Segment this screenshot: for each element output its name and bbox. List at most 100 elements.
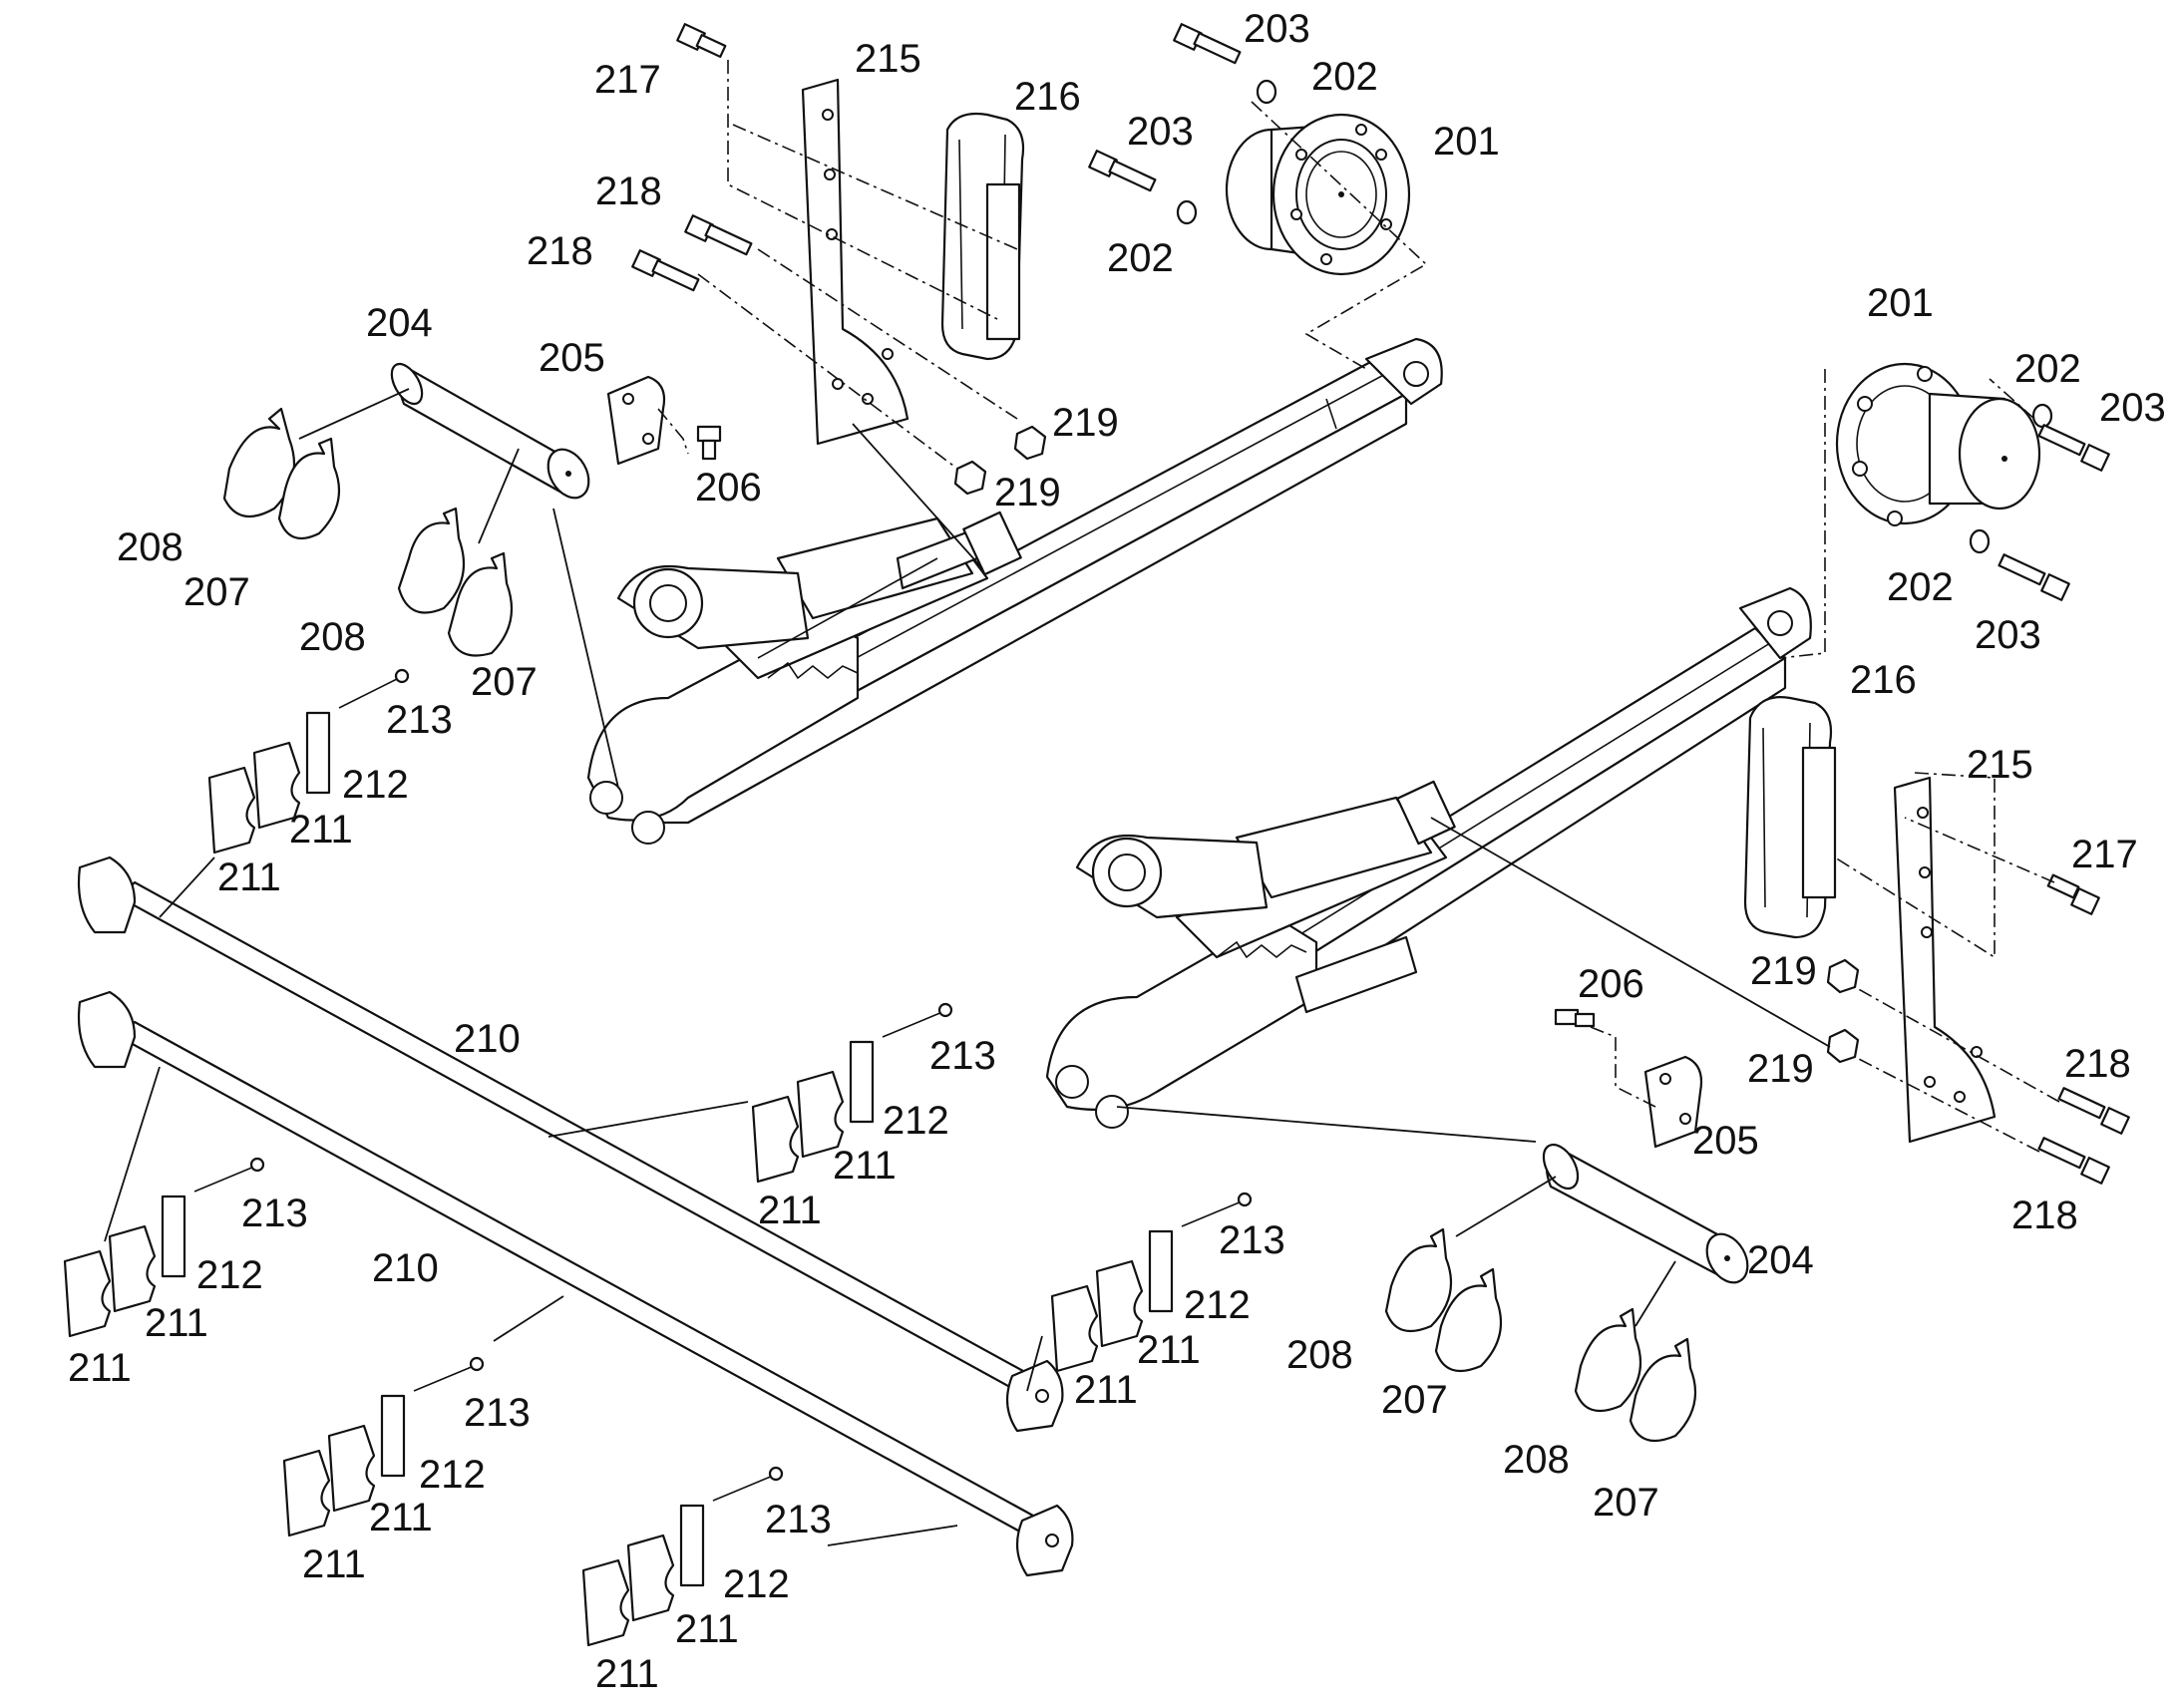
bolt-206-top <box>696 425 722 461</box>
callout-212-f: 212 <box>723 1562 790 1606</box>
callout-206-top: 206 <box>695 466 762 510</box>
tab-washers-right-low <box>1574 1307 1697 1443</box>
bolt-217-top <box>676 23 727 59</box>
callout-211-a1: 211 <box>289 808 353 852</box>
callout-208-right-a: 208 <box>1286 1333 1353 1377</box>
callout-206-right: 206 <box>1578 962 1644 1006</box>
callout-219-right-a: 219 <box>1750 949 1817 993</box>
callout-205-right: 205 <box>1692 1119 1759 1163</box>
callout-213-b: 213 <box>929 1034 996 1078</box>
callout-218-top-a: 218 <box>595 170 662 213</box>
tab-washers-mid-left <box>397 507 514 657</box>
clamp-set-b <box>751 1002 953 1184</box>
clamp-205-top <box>606 375 666 466</box>
callout-218-top-b: 218 <box>527 229 593 273</box>
callout-201-top: 201 <box>1433 120 1500 164</box>
bolt-206-right <box>1554 1008 1596 1028</box>
callout-208-top-a: 208 <box>117 525 183 569</box>
callout-218-right-a: 218 <box>2064 1042 2131 1086</box>
callout-202-right-a: 202 <box>2014 347 2081 391</box>
bolt-203-right-a <box>2037 424 2110 472</box>
callout-213-a: 213 <box>386 698 453 742</box>
callout-211-f2: 211 <box>595 1652 659 1696</box>
pin-204-top <box>390 362 590 500</box>
callout-203-right-b: 203 <box>1975 613 2041 657</box>
callout-213-e: 213 <box>464 1391 531 1435</box>
callout-217-top: 217 <box>594 58 661 102</box>
callout-219-top-b: 219 <box>994 471 1061 514</box>
callout-202-top-a: 202 <box>1311 55 1378 99</box>
bolt-203-top-b <box>1088 150 1157 192</box>
callout-213-c: 213 <box>241 1192 308 1235</box>
callout-216-top: 216 <box>1014 75 1081 119</box>
bolt-218-top-b <box>631 249 700 292</box>
clamp-205-right <box>1643 1055 1703 1149</box>
callout-213-d: 213 <box>1219 1218 1285 1262</box>
callout-207-top-b: 207 <box>471 660 538 704</box>
callout-204-right: 204 <box>1747 1238 1814 1282</box>
callout-203-top-a: 203 <box>1244 7 1310 51</box>
callout-211-c2: 211 <box>68 1346 132 1390</box>
handle-216-top <box>940 112 1025 361</box>
clamp-set-a <box>207 668 410 854</box>
callout-211-c1: 211 <box>145 1301 208 1345</box>
callout-211-b2: 211 <box>758 1189 822 1232</box>
callout-211-d1: 211 <box>1137 1328 1201 1372</box>
fasteners <box>631 23 2130 1185</box>
pin-204-right <box>1542 1143 1749 1284</box>
callout-213-f: 213 <box>765 1498 832 1541</box>
callout-203-right-a: 203 <box>2099 386 2166 430</box>
callout-207-right-a: 207 <box>1381 1378 1448 1422</box>
bracket-plate-215-right <box>1893 776 1997 1144</box>
callout-205-top: 205 <box>539 336 605 380</box>
callout-208-right-b: 208 <box>1503 1438 1570 1482</box>
bracket-plate-215-top <box>801 78 909 446</box>
callout-211-b1: 211 <box>833 1144 897 1188</box>
clamp-set-c <box>63 1157 265 1338</box>
callout-210-lower: 210 <box>372 1246 439 1290</box>
shaft-210-upper <box>77 855 1064 1433</box>
callout-202-top-b: 202 <box>1107 236 1174 280</box>
bearing-housing-201-right <box>1835 362 2041 526</box>
callout-211-a2: 211 <box>217 855 281 899</box>
leader-lines <box>104 388 1831 1546</box>
bolt-217-right <box>2046 873 2100 915</box>
callout-218-right-b: 218 <box>2011 1194 2078 1237</box>
callout-212-d: 212 <box>1184 1283 1251 1327</box>
clamp-set-f <box>581 1466 784 1647</box>
callout-217-right: 217 <box>2071 833 2138 876</box>
bolt-218-right-b <box>2037 1137 2110 1185</box>
nut-219-right-a <box>1826 958 1860 994</box>
washer-202-top-b <box>1176 199 1198 225</box>
callout-202-right-b: 202 <box>1887 565 1954 609</box>
shaft-210-lower <box>77 990 1074 1577</box>
callout-211-e2: 211 <box>302 1542 366 1586</box>
callout-210-upper: 210 <box>454 1017 521 1061</box>
lower-boom-arm <box>1045 586 1812 1129</box>
washer-202-right-a <box>2031 403 2053 429</box>
bearing-housing-201-top <box>1225 113 1411 276</box>
callout-211-e1: 211 <box>369 1496 433 1539</box>
bolt-203-top-a <box>1173 23 1242 65</box>
callout-207-top-a: 207 <box>183 570 250 614</box>
callout-201-right: 201 <box>1867 281 1934 325</box>
bolt-203-right-b <box>1998 553 2070 601</box>
clamp-set-e <box>282 1356 485 1537</box>
callout-212-e: 212 <box>419 1453 486 1497</box>
washer-202-top-a <box>1256 79 1277 105</box>
handle-216-right <box>1743 696 1837 939</box>
nut-219-right-b <box>1826 1028 1860 1064</box>
callout-215-right: 215 <box>1967 743 2033 787</box>
callout-215-top: 215 <box>855 37 921 81</box>
callout-203-top-b: 203 <box>1127 110 1194 154</box>
bolt-218-right-a <box>2057 1087 2130 1135</box>
bolt-218-top-a <box>684 214 753 256</box>
assembly-lines <box>657 60 2060 1153</box>
callout-204-top: 204 <box>366 301 433 345</box>
callout-219-right-b: 219 <box>1747 1047 1814 1091</box>
callout-212-a: 212 <box>342 763 409 807</box>
nut-219-top-b <box>953 460 987 496</box>
washer-202-right-b <box>1969 528 1991 554</box>
tab-washers-top-left <box>222 407 341 540</box>
